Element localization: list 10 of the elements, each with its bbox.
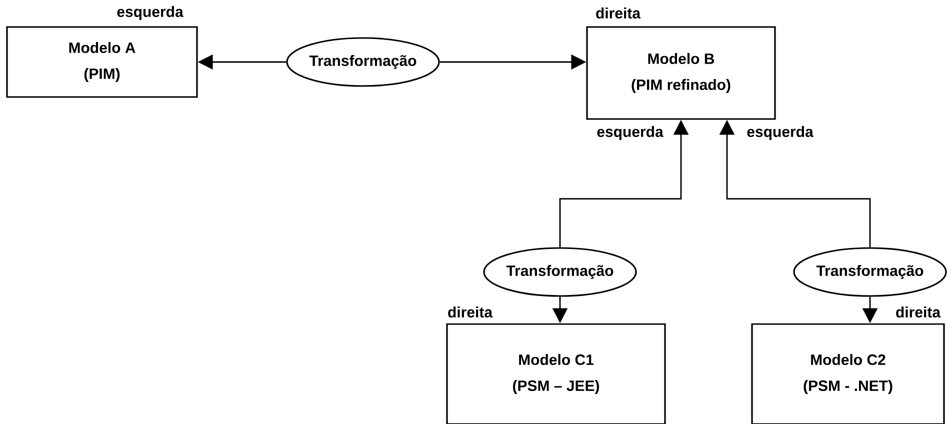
model-box: Modelo C2 (PSM - .NET) bbox=[751, 323, 945, 424]
edge-label: esquerda bbox=[596, 125, 664, 141]
side-label: direita bbox=[896, 306, 941, 318]
model-box: Modelo C1 (PSM – JEE) bbox=[446, 323, 666, 424]
side-label: esquerda bbox=[117, 6, 184, 20]
edge-label: esquerda bbox=[746, 125, 814, 141]
side-label: direita bbox=[448, 306, 493, 318]
model-box: Modelo B (PIM refinado) bbox=[586, 26, 776, 120]
model-box: Modelo A (PIM) bbox=[6, 26, 198, 98]
side-label: direita bbox=[596, 8, 641, 18]
